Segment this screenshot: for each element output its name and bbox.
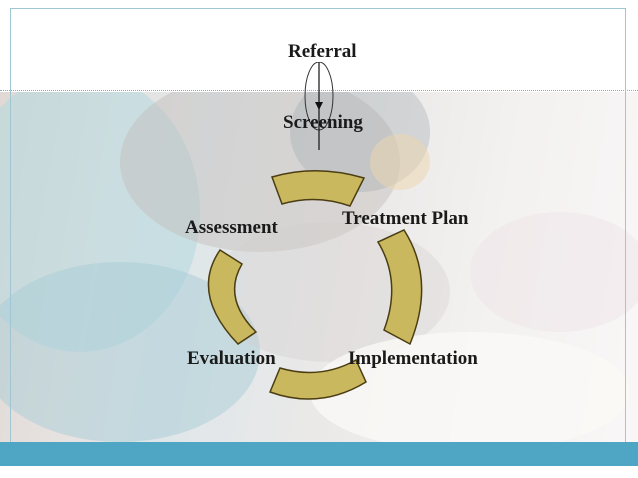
footer-bar (0, 442, 638, 466)
assessment-label: Assessment (185, 217, 278, 238)
referral-label: Referral (288, 41, 357, 62)
evaluation-label: Evaluation (187, 348, 276, 369)
cycle-segment-left (207, 248, 258, 345)
background-photo (0, 92, 638, 442)
referral-connector (304, 62, 334, 150)
treatment-plan-label: Treatment Plan (342, 208, 469, 229)
footer-strip (0, 466, 638, 478)
cycle-segment-top (271, 170, 366, 207)
implementation-label: Implementation (348, 348, 478, 369)
cycle-segment-right (376, 229, 423, 346)
cycle-segment-bottom (269, 358, 367, 400)
screening-label: Screening (283, 112, 363, 133)
cycle-diagram (207, 170, 423, 400)
